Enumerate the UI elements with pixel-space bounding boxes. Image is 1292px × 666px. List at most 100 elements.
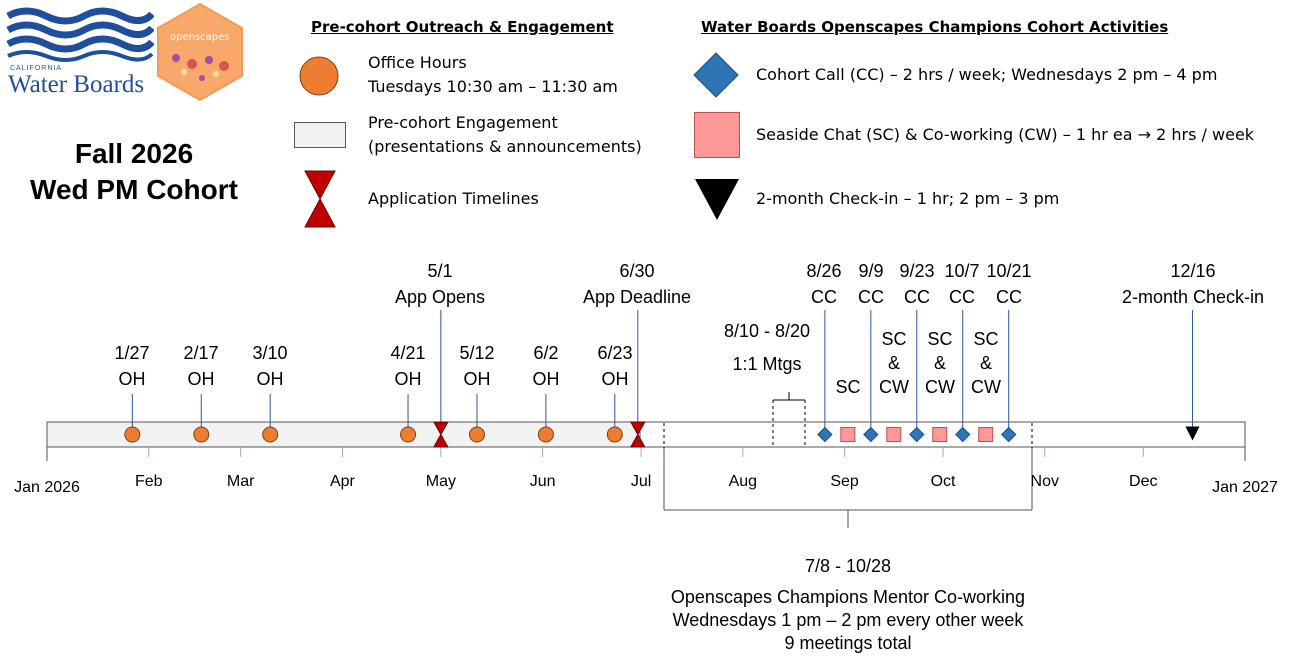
- cohort-title-line2: Wed PM Cohort: [30, 174, 238, 205]
- legend-application: Application Timelines: [368, 189, 539, 208]
- oh-label: OH: [464, 369, 491, 389]
- checkin-labels: 12/16 2-month Check-in: [1122, 261, 1264, 307]
- month-label: Aug: [729, 473, 757, 490]
- oh-label: OH: [533, 369, 560, 389]
- oh-date-label: 2/17: [183, 343, 218, 363]
- cc-label: CC: [811, 287, 837, 307]
- office-hours-marker: [606, 426, 623, 443]
- cohort-call-marker: [909, 426, 925, 443]
- app-label: App Deadline: [583, 287, 691, 307]
- office-hours-marker: [262, 426, 279, 443]
- legend-office-hours-line1: Office Hours: [368, 53, 467, 72]
- seaside-marker: [840, 427, 856, 442]
- cohort-title: Fall 2026 Wed PM Cohort: [0, 136, 268, 208]
- application-labels: 5/1 App Opens 6/30 App Deadline: [395, 261, 691, 307]
- month-label: Jun: [530, 473, 556, 490]
- seaside-marker: [886, 427, 902, 442]
- month-label: Nov: [1031, 473, 1059, 490]
- app-date-label: 5/1: [427, 261, 452, 281]
- seaside-legend-icon: [694, 112, 740, 158]
- one-on-one-labels: 8/10 - 8/20 1:1 Mtgs: [724, 321, 810, 374]
- oh-label: OH: [395, 369, 422, 389]
- office-hours-marker: [537, 426, 554, 443]
- oh-date-label: 3/10: [252, 343, 287, 363]
- month-label: Mar: [227, 473, 255, 490]
- cc-label: CC: [904, 287, 930, 307]
- checkin-legend-icon: [695, 179, 739, 220]
- mentor-coworking-bracket: [663, 423, 1033, 528]
- mentor-range: 7/8 - 10/28: [805, 556, 891, 576]
- seaside-marker: [932, 427, 948, 442]
- office-hours-marker: [468, 426, 485, 443]
- water-boards-name: Water Boards: [8, 71, 144, 98]
- legend-engagement: Pre-cohort Engagement (presentations & a…: [368, 111, 642, 159]
- oh-date-label: 6/2: [533, 343, 558, 363]
- cw-label: CW: [925, 377, 955, 397]
- legend-office-hours: Office Hours Tuesdays 10:30 am – 11:30 a…: [368, 51, 618, 99]
- cohort-call-legend-icon: [693, 52, 739, 98]
- oh-date-label: 6/23: [597, 343, 632, 363]
- oh-label: OH: [119, 369, 146, 389]
- month-label: Apr: [330, 473, 356, 490]
- cc-date-label: 9/9: [858, 261, 883, 281]
- legend-seaside: Seaside Chat (SC) & Co-working (CW) – 1 …: [756, 125, 1255, 144]
- water-boards-logo: CALIFORNIA Water Boards: [6, 7, 154, 98]
- cohort-call-marker: [1000, 426, 1017, 443]
- month-label: Dec: [1129, 473, 1157, 490]
- oh-label: OH: [602, 369, 629, 389]
- seaside-marker: [978, 427, 994, 442]
- month-label: Jul: [631, 473, 651, 490]
- cc-label: CC: [949, 287, 975, 307]
- cc-label: CC: [858, 287, 884, 307]
- app-date-label: 6/30: [619, 261, 654, 281]
- legend-checkin: 2-month Check-in – 1 hr; 2 pm – 3 pm: [756, 189, 1060, 208]
- office-hours-marker: [193, 426, 210, 443]
- sc-amp-label: &: [934, 353, 946, 373]
- sc-label: SC: [835, 377, 860, 397]
- mentor-labels: 7/8 - 10/28 Openscapes Champions Mentor …: [671, 556, 1025, 653]
- cc-date-label: 9/23: [899, 261, 934, 281]
- cohort-call-marker: [817, 426, 833, 443]
- app-label: App Opens: [395, 287, 485, 307]
- office-hours-labels: 1/27 OH 2/17 OH 3/10 OH 4/21 OH 5/12 OH …: [114, 343, 632, 389]
- cw-label: CW: [879, 377, 909, 397]
- cohort-call-marker: [955, 426, 971, 443]
- cc-label: CC: [996, 287, 1022, 307]
- cc-date-label: 10/7: [944, 261, 979, 281]
- cc-date-label: 10/21: [986, 261, 1031, 281]
- legend-right-heading: Water Boards Openscapes Champions Cohort…: [701, 18, 1169, 36]
- month-label: Feb: [135, 473, 163, 490]
- one-on-one-label: 1:1 Mtgs: [732, 354, 801, 374]
- cc-date-label: 8/26: [806, 261, 841, 281]
- oh-label: OH: [188, 369, 215, 389]
- mentor-line2: Wednesdays 1 pm – 2 pm every other week: [673, 610, 1025, 630]
- month-label: Sep: [830, 473, 859, 490]
- seaside-labels: SC SC & CW SC & CW SC & CW: [835, 329, 1001, 397]
- application-marker: [629, 421, 646, 448]
- legend-left-heading: Pre-cohort Outreach & Engagement: [311, 18, 614, 36]
- checkin-label: 2-month Check-in: [1122, 287, 1264, 307]
- month-label: Jan 2027: [1212, 479, 1278, 496]
- cohort-title-line1: Fall 2026: [74, 138, 194, 169]
- checkin-marker: [1185, 426, 1200, 441]
- openscapes-logo: openscapes: [157, 2, 243, 102]
- legend-office-hours-line2: Tuesdays 10:30 am – 11:30 am: [368, 77, 618, 96]
- engagement-legend-icon: [294, 122, 346, 148]
- oh-date-label: 4/21: [390, 343, 425, 363]
- mentor-line3: 9 meetings total: [784, 633, 911, 653]
- openscapes-name: openscapes: [170, 32, 230, 43]
- application-marker: [433, 421, 449, 448]
- office-hours-marker: [124, 426, 141, 443]
- mentor-line1: Openscapes Champions Mentor Co-working: [671, 587, 1025, 607]
- cohort-call-marker: [863, 426, 879, 443]
- office-hours-legend-icon: [299, 56, 339, 96]
- legend-cohort-call: Cohort Call (CC) – 2 hrs / week; Wednesd…: [756, 65, 1218, 84]
- month-label: Jan 2026: [14, 479, 80, 496]
- checkin-date-label: 12/16: [1170, 261, 1215, 281]
- oh-date-label: 1/27: [114, 343, 149, 363]
- sc-amp-label: &: [980, 353, 992, 373]
- sc-label: SC: [973, 329, 998, 349]
- sc-amp-label: &: [888, 353, 900, 373]
- cohort-call-labels: 8/26 CC 9/9 CC 9/23 CC 10/7 CC 10/21 CC: [806, 261, 1031, 307]
